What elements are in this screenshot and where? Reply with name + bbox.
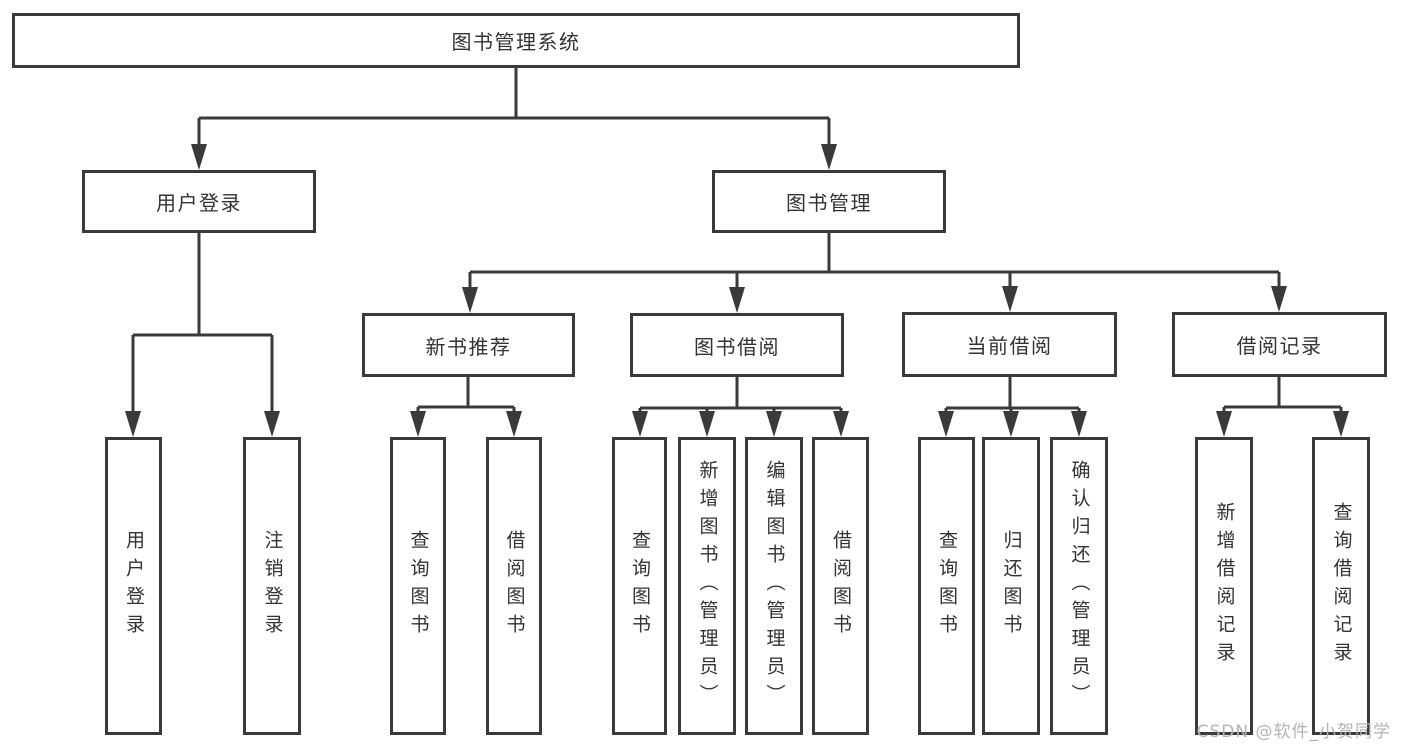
arrowhead <box>632 411 648 437</box>
leaf-logout: 注销登录 <box>243 437 301 735</box>
node-new-book-recommend: 新书推荐 <box>362 313 575 377</box>
node-label: 用户登录 <box>123 530 145 642</box>
node-current-borrowing: 当前借阅 <box>902 312 1117 377</box>
node-label: 图书管理 <box>786 191 872 215</box>
node-label: 归还图书 <box>1000 530 1023 642</box>
node-label: 借阅图书 <box>830 530 852 642</box>
leaf-add-books-admin: 新增图书（管理员） <box>678 437 736 735</box>
node-label: 查询图书 <box>407 530 430 642</box>
arrowhead <box>1271 286 1287 312</box>
arrowhead <box>766 411 782 437</box>
node-label: 新书推荐 <box>425 334 512 359</box>
leaf-edit-books-admin: 编辑图书（管理员） <box>745 437 803 735</box>
node-book-management: 图书管理 <box>712 170 946 233</box>
arrowhead <box>191 144 207 170</box>
leaf-query-books-current: 查询图书 <box>918 437 975 735</box>
csdn-watermark: CSDN @软件_小贺同学 <box>1196 722 1391 742</box>
node-label: 查询图书 <box>629 530 651 642</box>
arrowhead <box>729 287 745 313</box>
node-label: 借阅记录 <box>1236 334 1323 358</box>
arrowhead <box>264 411 280 437</box>
arrowhead <box>833 411 849 437</box>
arrowhead <box>1003 411 1019 437</box>
leaf-return-books: 归还图书 <box>982 437 1040 735</box>
arrowhead <box>506 411 522 437</box>
leaf-query-books-borrowing: 查询图书 <box>612 437 667 735</box>
node-label: 注销登录 <box>261 530 284 642</box>
arrowhead <box>1216 411 1232 437</box>
node-system-root: 图书管理系统 <box>12 13 1020 68</box>
node-label: 借阅图书 <box>503 530 526 642</box>
leaf-query-books-recommend: 查询图书 <box>390 437 446 735</box>
node-user-login: 用户登录 <box>82 170 316 233</box>
arrowhead <box>125 411 141 437</box>
arrowhead <box>410 411 426 437</box>
node-label: 图书管理系统 <box>451 30 581 54</box>
node-book-borrowing: 图书借阅 <box>630 313 844 377</box>
leaf-confirm-return-admin: 确认归还（管理员） <box>1050 437 1108 735</box>
node-label: 确认归还（管理员） <box>1068 460 1091 712</box>
arrowhead <box>821 144 837 170</box>
arrowhead <box>1002 286 1018 312</box>
arrowhead <box>1071 411 1087 437</box>
arrowhead <box>1333 411 1349 437</box>
arrowhead <box>462 287 478 313</box>
node-label: 编辑图书（管理员） <box>763 460 786 712</box>
leaf-user-login: 用户登录 <box>105 437 162 735</box>
node-label: 当前借阅 <box>966 334 1053 358</box>
node-label: 查询图书 <box>936 530 958 642</box>
arrowhead <box>938 411 954 437</box>
node-label: 新增借阅记录 <box>1213 502 1236 670</box>
arrowhead <box>699 411 715 437</box>
node-label: 图书借阅 <box>694 334 780 359</box>
node-label: 查询借阅记录 <box>1330 502 1353 670</box>
leaf-borrow-books: 借阅图书 <box>812 437 869 735</box>
leaf-add-borrow-record: 新增借阅记录 <box>1195 437 1253 735</box>
node-borrow-records: 借阅记录 <box>1172 312 1387 377</box>
leaf-query-borrow-record: 查询借阅记录 <box>1312 437 1370 735</box>
node-label: 用户登录 <box>156 191 242 215</box>
node-label: 新增图书（管理员） <box>696 460 719 712</box>
leaf-borrow-books-recommend: 借阅图书 <box>486 437 542 735</box>
